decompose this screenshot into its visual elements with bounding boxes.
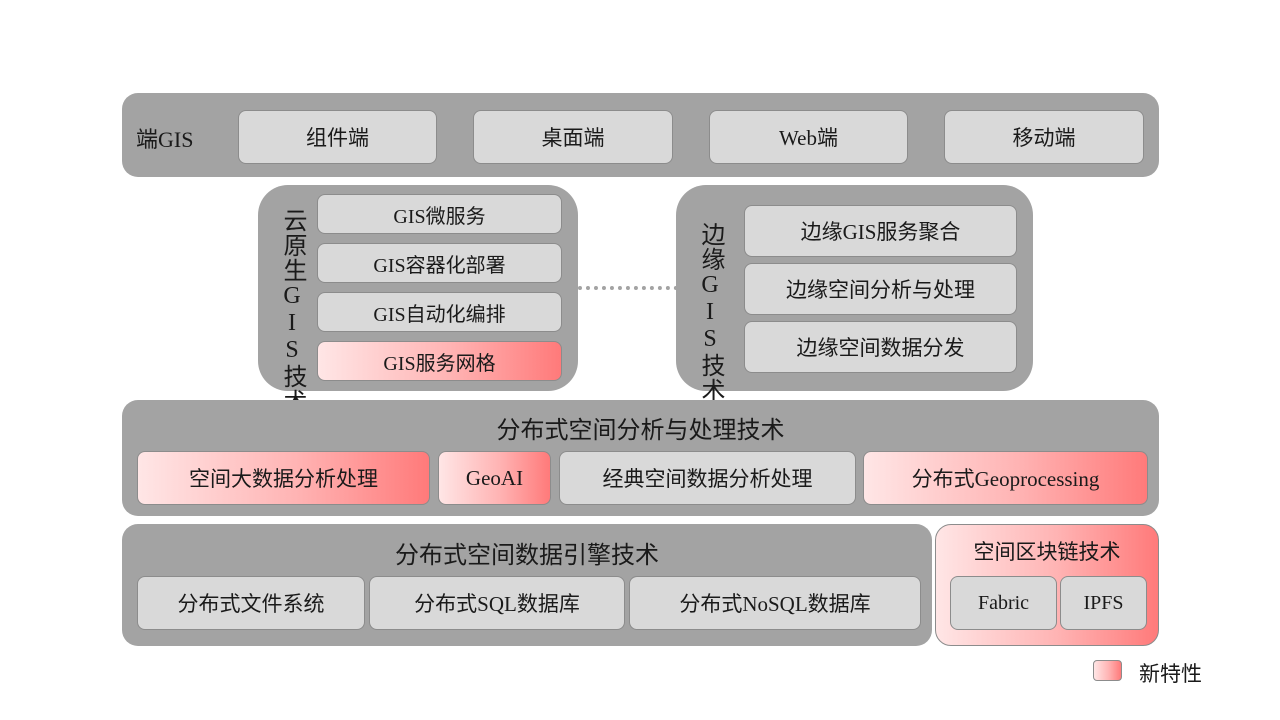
desktop-client-box: 桌面端 [473,110,673,164]
gis-container-deploy-box: GIS容器化部署 [317,243,562,283]
gis-microservice-box: GIS微服务 [317,194,562,234]
distributed-sql-db-box: 分布式SQL数据库 [369,576,625,630]
gis-service-mesh-box: GIS服务网格 [317,341,562,381]
legend-label: 新特性 [1139,662,1202,686]
data-engine-title: 分布式空间数据引擎技术 [395,543,659,569]
distributed-geoprocessing-box: 分布式Geoprocessing [863,451,1148,505]
edge-service-aggregation-box: 边缘GIS服务聚合 [744,205,1017,257]
ipfs-box: IPFS [1060,576,1147,630]
distributed-nosql-db-box: 分布式NoSQL数据库 [629,576,921,630]
web-client-box: Web端 [709,110,908,164]
distributed-filesystem-box: 分布式文件系统 [137,576,365,630]
edge-gis-title: 边缘GIS技术 [697,222,723,403]
cloud-native-title: 云原生GIS技术 [279,208,305,414]
spatial-bigdata-analysis-box: 空间大数据分析处理 [137,451,430,505]
gis-auto-orchestration-box: GIS自动化编排 [317,292,562,332]
fabric-box: Fabric [950,576,1057,630]
geoai-box: GeoAI [438,451,551,505]
terminal-gis-title: 端GIS [136,127,194,152]
dotted-connector [578,286,678,290]
mobile-client-box: 移动端 [944,110,1144,164]
edge-data-distribution-box: 边缘空间数据分发 [744,321,1017,373]
edge-spatial-analysis-box: 边缘空间分析与处理 [744,263,1017,315]
legend-swatch [1093,660,1122,681]
classic-spatial-analysis-box: 经典空间数据分析处理 [559,451,856,505]
blockchain-title: 空间区块链技术 [973,540,1121,564]
distributed-analysis-title: 分布式空间分析与处理技术 [496,418,785,444]
component-client-box: 组件端 [238,110,437,164]
